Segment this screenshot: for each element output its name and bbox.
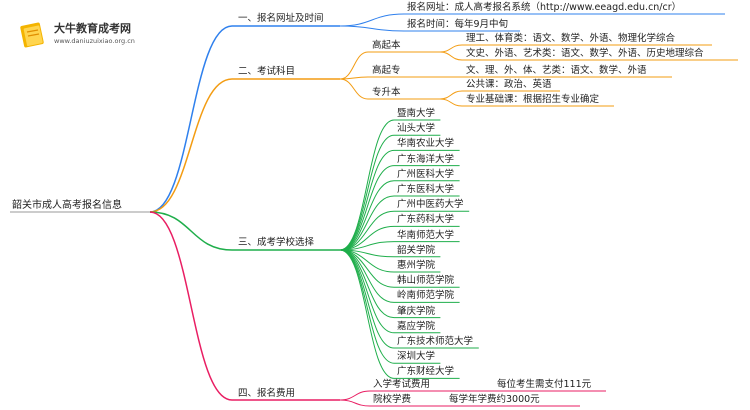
- book-icon: [20, 22, 44, 48]
- school-item: 韶关学院: [397, 244, 436, 256]
- subject-gqb-item-2: 文史、外语、艺术类：语文、数学、外语、历史地理综合: [466, 48, 704, 59]
- website-time: 报名时间：每年9月中旬: [407, 19, 509, 30]
- school-item: 岭南师范学院: [397, 290, 455, 302]
- school-item: 深圳大学: [397, 351, 436, 363]
- edge-school: [339, 249, 395, 364]
- edge-school: [339, 149, 395, 251]
- edge-website-time: [339, 25, 405, 32]
- edge-zsb-2: [439, 98, 463, 107]
- school-item: 广东财经大学: [397, 366, 455, 378]
- edge-school: [339, 180, 395, 251]
- edge-subjects: [149, 78, 233, 213]
- fee-exam-value: 每位考生需支付111元: [497, 379, 592, 390]
- fee-tuition-label: 院校学费: [373, 394, 412, 405]
- edge-school: [339, 249, 395, 334]
- edge-school: [339, 210, 395, 251]
- edge-school: [339, 249, 395, 288]
- fee-exam-label: 入学考试费用: [373, 379, 431, 390]
- school-item: 韩山师范学院: [397, 275, 455, 287]
- school-item: 华南师范大学: [397, 229, 455, 241]
- edge-school: [339, 119, 395, 251]
- school-item: 广州中医药大学: [397, 199, 464, 211]
- logo-subtitle: www.daniuzuixiao.org.cn: [54, 37, 135, 45]
- edge-fee-exam: [339, 390, 371, 401]
- school-item: 广东医科大学: [397, 184, 455, 195]
- edge-fees: [149, 211, 233, 401]
- edge-school: [339, 134, 395, 251]
- fee-tuition-value: 每学年学费约3000元: [449, 394, 540, 405]
- subject-gqz-item-1: 文、理、外、体、艺类：语文、数学、外语: [466, 65, 647, 76]
- school-item: 暨南大学: [397, 108, 436, 119]
- edge-school: [339, 249, 395, 303]
- edge-school: [339, 249, 395, 379]
- subject-group-zsb: 专升本: [372, 87, 401, 98]
- school-item: 惠州学院: [397, 260, 436, 271]
- edge-school: [339, 165, 395, 251]
- branch-subjects-label: 二、考试科目: [238, 66, 296, 77]
- root-topic: 韶关市成人高考报名信息: [12, 200, 122, 211]
- edge-gqb-2: [439, 51, 463, 61]
- subject-zsb-item-2: 专业基础课：根据招生专业确定: [466, 94, 600, 105]
- site-logo: 大牛教育成考网 www.daniuzuixiao.org.cn: [16, 18, 146, 52]
- branch-fees-label: 四、报名费用: [238, 388, 296, 399]
- edge-zsb-1: [439, 90, 463, 100]
- subject-group-gqz: 高起专: [372, 65, 401, 76]
- edge-gqb: [339, 51, 369, 80]
- subject-gqb-item-1: 理工、体育类：语文、数学、外语、物理化学综合: [466, 33, 676, 44]
- edge-website: [149, 25, 233, 213]
- school-item: 广东海洋大学: [397, 153, 455, 165]
- branch-website-label: 一、报名网址及时间: [238, 13, 324, 24]
- edge-school: [339, 195, 395, 251]
- website-url: 报名网址：成人高考报名系统（http://www.eeagd.edu.cn/cr…: [407, 2, 682, 13]
- subject-zsb-item-1: 公共课：政治、英语: [466, 79, 552, 90]
- logo-title: 大牛教育成考网: [54, 22, 131, 35]
- branch-schools-label: 三、成考学校选择: [238, 237, 315, 248]
- school-item: 广州医科大学: [397, 168, 455, 180]
- school-item: 广东药科大学: [397, 214, 455, 226]
- edge-school: [339, 249, 395, 349]
- school-item: 肇庆学院: [397, 305, 436, 317]
- subject-group-gqb: 高起本: [372, 40, 401, 51]
- edge-gqb-1: [439, 44, 463, 53]
- school-item: 华南农业大学: [397, 138, 455, 150]
- edge-zsb: [339, 78, 369, 100]
- edge-fee-tuition: [339, 399, 371, 407]
- school-item: 嘉应学院: [397, 320, 436, 332]
- mindmap-connectors: [10, 13, 738, 407]
- school-item: 广东技术师范大学: [397, 336, 474, 347]
- school-item: 汕头大学: [397, 123, 436, 135]
- edge-schools: [149, 211, 233, 251]
- edge-website-url: [339, 13, 405, 27]
